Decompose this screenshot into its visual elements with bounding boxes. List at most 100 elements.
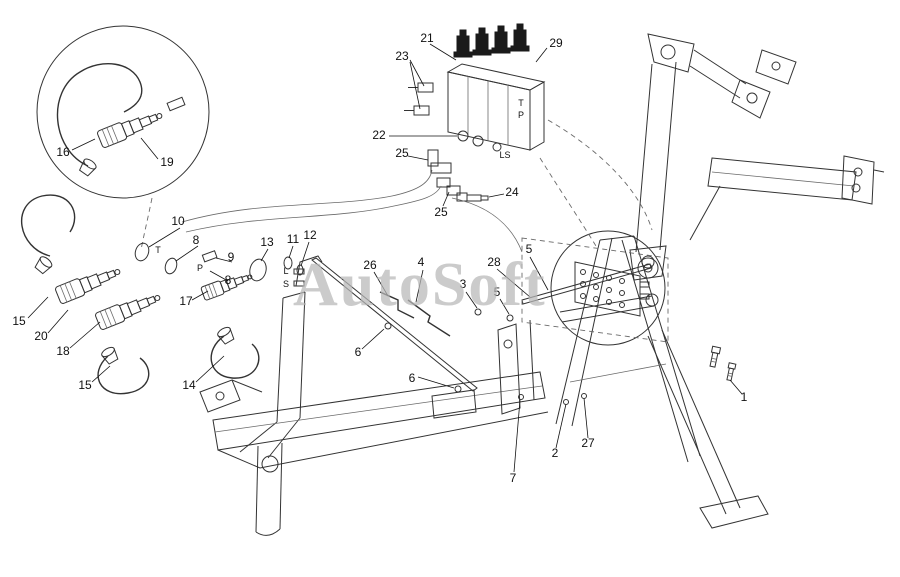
mounted-valve-detail bbox=[466, 231, 665, 472]
callout-29: 29 bbox=[549, 36, 563, 50]
valve-port-p: P bbox=[518, 110, 524, 120]
coupler-port-l: L bbox=[283, 266, 288, 276]
mounted-valve-body bbox=[575, 262, 640, 316]
mount-bolts bbox=[708, 345, 742, 394]
left-bracket bbox=[200, 380, 240, 412]
lanyard-15b bbox=[98, 356, 149, 394]
fitting-24-stem bbox=[467, 195, 481, 201]
valve-coupling bbox=[458, 131, 468, 141]
detail-circle-valve bbox=[551, 231, 665, 345]
callout-28: 28 bbox=[487, 255, 501, 269]
callout-25a: 25 bbox=[395, 146, 409, 160]
callout-12: 12 bbox=[303, 228, 317, 242]
bolt-1a bbox=[708, 345, 722, 368]
bolt-3 bbox=[475, 309, 481, 315]
clamp-bolt-6b bbox=[455, 386, 461, 392]
callout-7: 7 bbox=[510, 471, 517, 485]
callout-1: 1 bbox=[741, 390, 748, 404]
o-ring-8 bbox=[163, 257, 178, 276]
nipple-9 bbox=[202, 251, 217, 262]
callout-27: 27 bbox=[581, 436, 595, 450]
stand-foot bbox=[700, 496, 768, 528]
lever-4 bbox=[408, 300, 450, 336]
callout-4: 4 bbox=[418, 255, 425, 269]
callout-13: 13 bbox=[260, 235, 274, 249]
callout-25b: 25 bbox=[434, 205, 448, 219]
port-letter-labels: T P LS T P L S bbox=[155, 98, 524, 289]
coupler-20 bbox=[54, 262, 124, 305]
ring-11 bbox=[284, 257, 292, 269]
control-valve-block bbox=[389, 24, 547, 151]
bracket-26 bbox=[380, 292, 414, 318]
coupler-port-t: T bbox=[155, 245, 161, 255]
coupler-detail bbox=[96, 106, 166, 149]
callout-24: 24 bbox=[505, 185, 519, 199]
callout-8a: 8 bbox=[193, 233, 200, 247]
callout-8b: 8 bbox=[225, 273, 232, 287]
callout-2: 2 bbox=[552, 446, 559, 460]
cylinder-top-clevis bbox=[648, 34, 694, 72]
ring-13 bbox=[248, 257, 269, 282]
callout-22: 22 bbox=[372, 128, 386, 142]
fitting bbox=[447, 186, 460, 195]
o-ring-10 bbox=[133, 241, 151, 262]
elbow-fitting bbox=[428, 150, 438, 166]
upper-link-bracket bbox=[756, 50, 796, 84]
dust-cap-15a bbox=[33, 254, 55, 276]
callout-18: 18 bbox=[56, 344, 70, 358]
ls-coupling bbox=[493, 143, 501, 151]
callout-16: 16 bbox=[56, 145, 70, 159]
rod-and-clamps bbox=[312, 258, 477, 392]
callout-10: 10 bbox=[171, 214, 185, 228]
bolt-1b bbox=[725, 362, 737, 382]
callout-17: 17 bbox=[179, 294, 193, 308]
arm-end-bracket bbox=[842, 156, 874, 204]
callout-6a: 6 bbox=[355, 345, 362, 359]
valve-solenoid-caps bbox=[454, 24, 529, 57]
callout-19: 19 bbox=[160, 155, 174, 169]
coupler-group bbox=[22, 195, 309, 394]
callout-20: 20 bbox=[34, 329, 48, 343]
coupler-port-p: P bbox=[197, 263, 203, 273]
callout-11: 11 bbox=[287, 232, 300, 246]
valve-coupling bbox=[473, 136, 483, 146]
dashed-guides bbox=[522, 120, 668, 342]
fitting-24-tip bbox=[481, 196, 488, 200]
marker-rod bbox=[312, 258, 477, 391]
callout-5a: 5 bbox=[494, 285, 501, 299]
coupler-port-s: S bbox=[283, 279, 289, 289]
callout-23: 23 bbox=[395, 49, 409, 63]
dust-cap bbox=[77, 156, 99, 178]
bolt-5 bbox=[507, 315, 513, 321]
coupler-18 bbox=[94, 288, 164, 331]
hex-fitting bbox=[418, 83, 433, 92]
dust-cap-14 bbox=[215, 324, 237, 346]
valve-side-face bbox=[530, 82, 544, 150]
clamp-bolt-6a bbox=[385, 323, 391, 329]
frame-structure bbox=[200, 34, 884, 535]
lanyard-15a bbox=[22, 195, 75, 256]
beam-plate bbox=[432, 390, 476, 418]
callout-6b: 6 bbox=[409, 371, 416, 385]
valve-port-t: T bbox=[518, 98, 524, 108]
hex-fitting bbox=[414, 106, 429, 115]
callout-21: 21 bbox=[420, 31, 434, 45]
callout-15b: 15 bbox=[78, 378, 92, 392]
marker-rod-28 bbox=[522, 264, 651, 304]
hydraulic-fittings bbox=[408, 150, 504, 206]
detail-circle-outline bbox=[37, 26, 209, 198]
main-beam bbox=[213, 372, 545, 450]
callout-5b: 5 bbox=[526, 242, 533, 256]
callout-3: 3 bbox=[460, 277, 467, 291]
link-plate bbox=[732, 80, 770, 118]
callout-15a: 15 bbox=[12, 314, 26, 328]
valve-ports bbox=[581, 270, 625, 308]
callout-14: 14 bbox=[182, 378, 196, 392]
port-nipple-s bbox=[294, 281, 304, 286]
dust-cap-lanyard bbox=[57, 64, 141, 166]
callout-labels: 21 23 29 22 25 25 24 16 19 10 8 9 8 13 1… bbox=[12, 31, 747, 485]
cylinder-bottom-clevis bbox=[630, 246, 666, 280]
coupler-nipple bbox=[167, 97, 185, 110]
